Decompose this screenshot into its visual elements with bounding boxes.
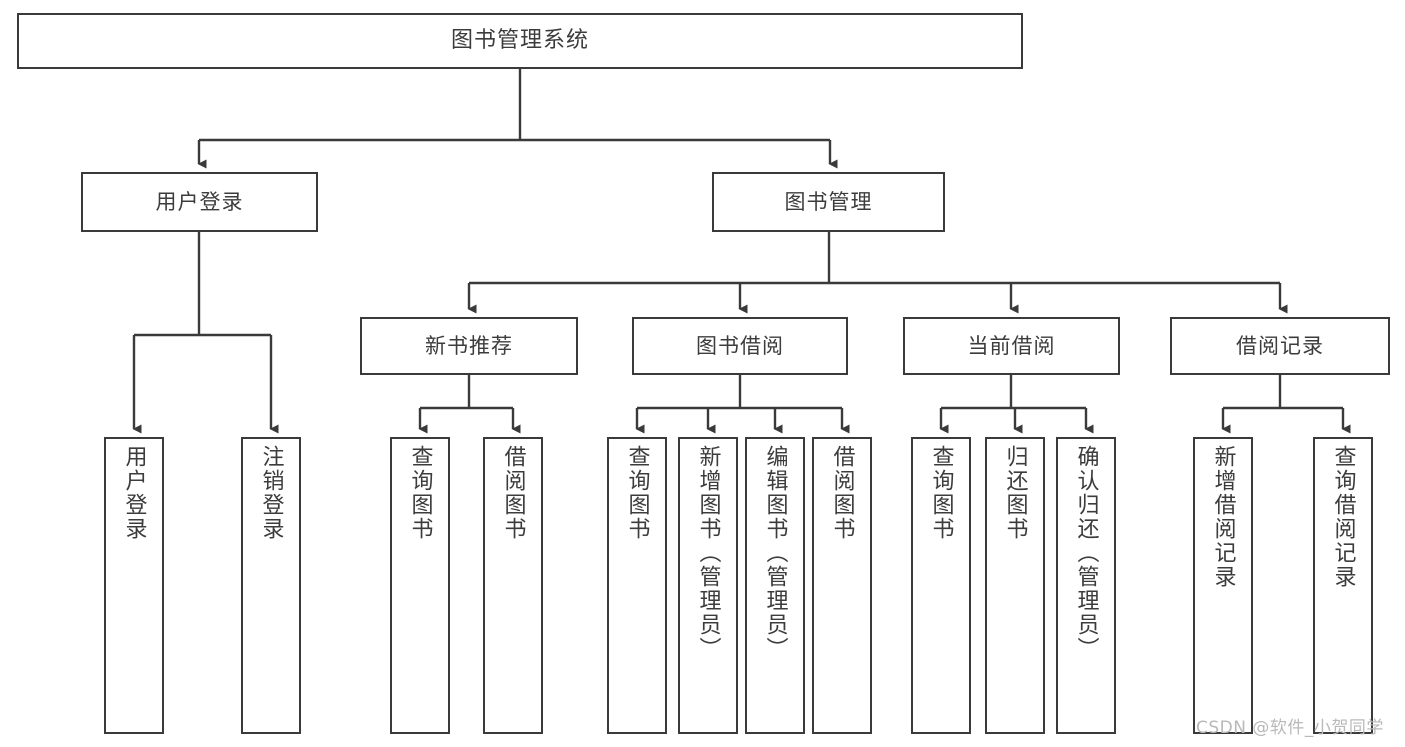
leaf-query-book-current[interactable]: 查询图书 — [911, 437, 971, 734]
leaf-confirm-return-admin[interactable]: 确认归还（管理员） — [1056, 437, 1116, 734]
leaf-query-book-recommend-label: 查询图书 — [407, 445, 433, 541]
watermark-text: CSDN @软件_小贺同学 — [1196, 718, 1384, 738]
leaf-user-login[interactable]: 用户登录 — [104, 437, 164, 734]
leaf-query-borrow-record-label: 查询借阅记录 — [1330, 445, 1356, 589]
leaf-borrow-book[interactable]: 借阅图书 — [812, 437, 872, 734]
leaf-return-book-label: 归还图书 — [1002, 445, 1028, 541]
leaf-logout[interactable]: 注销登录 — [241, 437, 301, 734]
leaf-borrow-book-recommend[interactable]: 借阅图书 — [483, 437, 543, 734]
leaf-add-borrow-record-label: 新增借阅记录 — [1210, 445, 1236, 589]
leaf-edit-book-admin[interactable]: 编辑图书（管理员） — [745, 437, 805, 734]
node-new-book-recommend-label: 新书推荐 — [425, 333, 513, 358]
node-book-borrow[interactable]: 图书借阅 — [632, 317, 848, 375]
leaf-query-book-borrow[interactable]: 查询图书 — [607, 437, 667, 734]
leaf-query-book-current-label: 查询图书 — [928, 445, 954, 541]
leaf-return-book[interactable]: 归还图书 — [985, 437, 1045, 734]
leaf-logout-label: 注销登录 — [258, 445, 284, 541]
node-borrow-record-label: 借阅记录 — [1236, 333, 1324, 358]
node-root-label: 图书管理系统 — [450, 28, 589, 54]
node-user-login-label: 用户登录 — [155, 189, 244, 214]
node-root[interactable]: 图书管理系统 — [17, 13, 1023, 69]
leaf-query-book-recommend[interactable]: 查询图书 — [390, 437, 450, 734]
leaf-user-login-label: 用户登录 — [121, 445, 147, 541]
node-new-book-recommend[interactable]: 新书推荐 — [360, 317, 578, 375]
node-book-borrow-label: 图书借阅 — [696, 333, 784, 358]
node-current-borrow[interactable]: 当前借阅 — [903, 317, 1120, 375]
node-user-login[interactable]: 用户登录 — [81, 172, 318, 232]
leaf-edit-book-admin-label: 编辑图书（管理员） — [762, 445, 788, 661]
leaf-confirm-return-admin-label: 确认归还（管理员） — [1073, 445, 1099, 661]
leaf-add-borrow-record[interactable]: 新增借阅记录 — [1193, 437, 1253, 734]
leaf-add-book-admin-label: 新增图书（管理员） — [695, 445, 721, 661]
node-borrow-record[interactable]: 借阅记录 — [1170, 317, 1390, 375]
node-book-management-label: 图书管理 — [784, 189, 873, 214]
node-current-borrow-label: 当前借阅 — [967, 333, 1056, 358]
leaf-borrow-book-label: 借阅图书 — [829, 445, 855, 541]
leaf-borrow-book-recommend-label: 借阅图书 — [500, 445, 526, 541]
node-book-management[interactable]: 图书管理 — [712, 172, 945, 232]
leaf-query-book-borrow-label: 查询图书 — [624, 445, 650, 541]
leaf-add-book-admin[interactable]: 新增图书（管理员） — [678, 437, 738, 734]
leaf-query-borrow-record[interactable]: 查询借阅记录 — [1313, 437, 1373, 734]
